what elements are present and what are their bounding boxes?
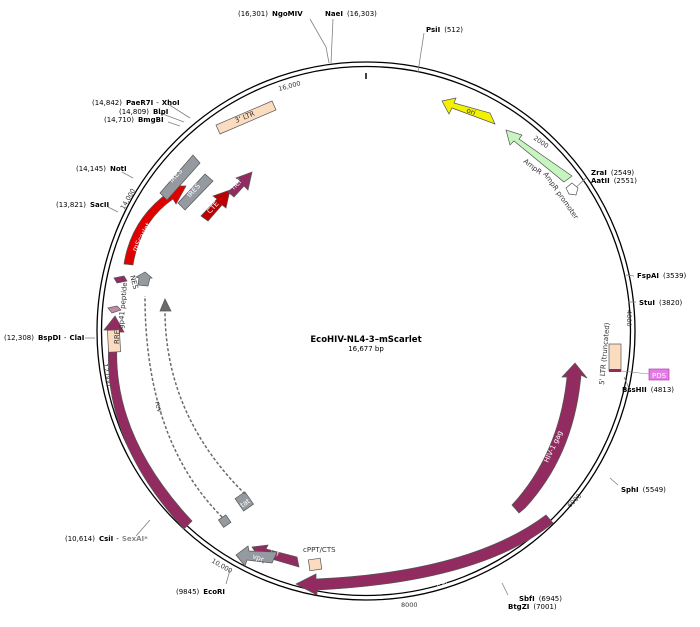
- feature-label-ori: ori: [465, 106, 476, 117]
- feature-vpr: [235, 545, 278, 567]
- feature-gp41-peptide: [107, 305, 122, 314]
- feature-mscarlet: [123, 185, 187, 266]
- backbone-outer-circle: [96, 61, 636, 601]
- feature-ampr-promoter: [565, 182, 579, 196]
- feature-label-vpr: vpr: [251, 552, 265, 563]
- tick-label: 16,000: [277, 79, 301, 93]
- tick-label: 8000: [401, 601, 418, 609]
- tick-label: 2000: [532, 134, 550, 150]
- plasmid-length: 16,677 bp: [348, 345, 384, 353]
- feature-label-rre: RRE: [113, 330, 121, 344]
- feature-nef: [227, 171, 253, 198]
- feature-tat-connector: [144, 295, 223, 518]
- site-label-psii: PsiI(512): [426, 26, 463, 34]
- feature-label-rev: rev: [153, 400, 164, 413]
- feature-label-pds: PDS: [652, 372, 667, 380]
- feature-rev-connector: [164, 309, 246, 495]
- leader-bsshii: [623, 376, 629, 387]
- tick-label: 6000: [566, 492, 583, 509]
- feature-pds: [648, 368, 670, 381]
- feature-tat: [234, 491, 254, 512]
- site-leaders: [85, 18, 636, 596]
- site-label-sbfi: SbfI(6945): [519, 595, 562, 603]
- site-label-bmgbi: (14,710)BmgBI: [104, 116, 164, 124]
- plasmid-name: EcoHIV-NL4-3–mScarlet: [310, 335, 421, 345]
- feature-cppt-cts: [307, 557, 323, 572]
- tick-label: 4000: [625, 310, 633, 327]
- feature-label-nes: NES: [128, 274, 140, 290]
- site-label-blpi: (14,809)BlpI: [119, 108, 168, 116]
- feature-label-cppt-cts: cPPT/CTS: [303, 546, 336, 554]
- site-label-ecori: (9845)EcoRI: [176, 588, 225, 596]
- tick-label: 12,000: [101, 363, 113, 387]
- feature-tat-exon: [217, 514, 232, 528]
- leader-psii: [417, 32, 425, 73]
- pds-leader: [620, 370, 650, 375]
- tick-label: 10,000: [210, 557, 234, 575]
- leader-fspai: [625, 274, 635, 277]
- feature-label-hiv1-pol: HIV-1 pol: [415, 578, 447, 590]
- leader-sacii: [107, 206, 119, 213]
- leader-noti: [121, 171, 134, 179]
- site-label-sphi: SphI(5549): [621, 486, 666, 494]
- leader-bmgbi: [167, 121, 181, 127]
- site-label-aatii: AatII(2551): [591, 177, 637, 185]
- site-label-bsshii: BssHII(4813): [622, 386, 674, 394]
- feature-rre: [107, 329, 121, 353]
- feature-ori: [441, 97, 496, 125]
- leader-csii: [135, 519, 151, 537]
- site-labels: (16,301)NgoMIV NaeI(16,303) PsiI(512) Zr…: [4, 10, 687, 611]
- feature-nes: [113, 275, 128, 284]
- site-label-bspdi: (12,308)BspDI-ClaI: [4, 334, 84, 342]
- feature-rev-marker: [135, 271, 153, 287]
- features: ori AmpR AmpR promoter 5' LTR (truncated…: [103, 97, 670, 596]
- site-label-fspai: FspAI(3539): [637, 272, 687, 280]
- feature-5ltr-truncated: [608, 343, 622, 372]
- leader-blpi: [159, 112, 185, 123]
- tick-label: 14,000: [119, 187, 137, 211]
- feature-label-gp41-peptide: gp41 peptide: [117, 282, 129, 329]
- feature-hiv1-pol: [295, 514, 554, 596]
- leader-sphi: [609, 477, 619, 486]
- feature-rev-arrow: [159, 298, 172, 312]
- site-label-ngomiv: (16,301)NgoMIV: [238, 10, 303, 18]
- leader-ngomiv: [309, 18, 330, 64]
- leader-naei: [330, 18, 334, 64]
- site-label-zrai: ZraI(2549): [591, 169, 634, 177]
- feature-hiv1-gag: [511, 362, 588, 514]
- leader-sbfi: [501, 582, 509, 596]
- leader-paer7i: [167, 103, 191, 119]
- site-label-noti: (14,145)NotI: [76, 165, 127, 173]
- feature-ampr: [505, 129, 573, 183]
- site-label-btgzi: BtgZI(7001): [508, 603, 557, 611]
- site-label-naei: NaeI(16,303): [325, 10, 377, 18]
- site-label-paer7i: (14,842)PaeR7I-XhoI: [92, 99, 180, 107]
- leader-ecori: [225, 569, 231, 585]
- backbone-inner-circle: [100, 65, 632, 597]
- feature-ires-1: [159, 154, 201, 201]
- feature-cte: [200, 189, 231, 222]
- feature-pds-marker: [609, 369, 621, 372]
- site-label-sacii: (13,821)SacII: [56, 201, 109, 209]
- site-label-stui: StuI(3820): [639, 299, 683, 307]
- feature-3ltr: [215, 100, 277, 135]
- feature-ires-2: [177, 173, 214, 211]
- site-label-csii: (10,614)CsiI-SexAI*: [65, 535, 148, 543]
